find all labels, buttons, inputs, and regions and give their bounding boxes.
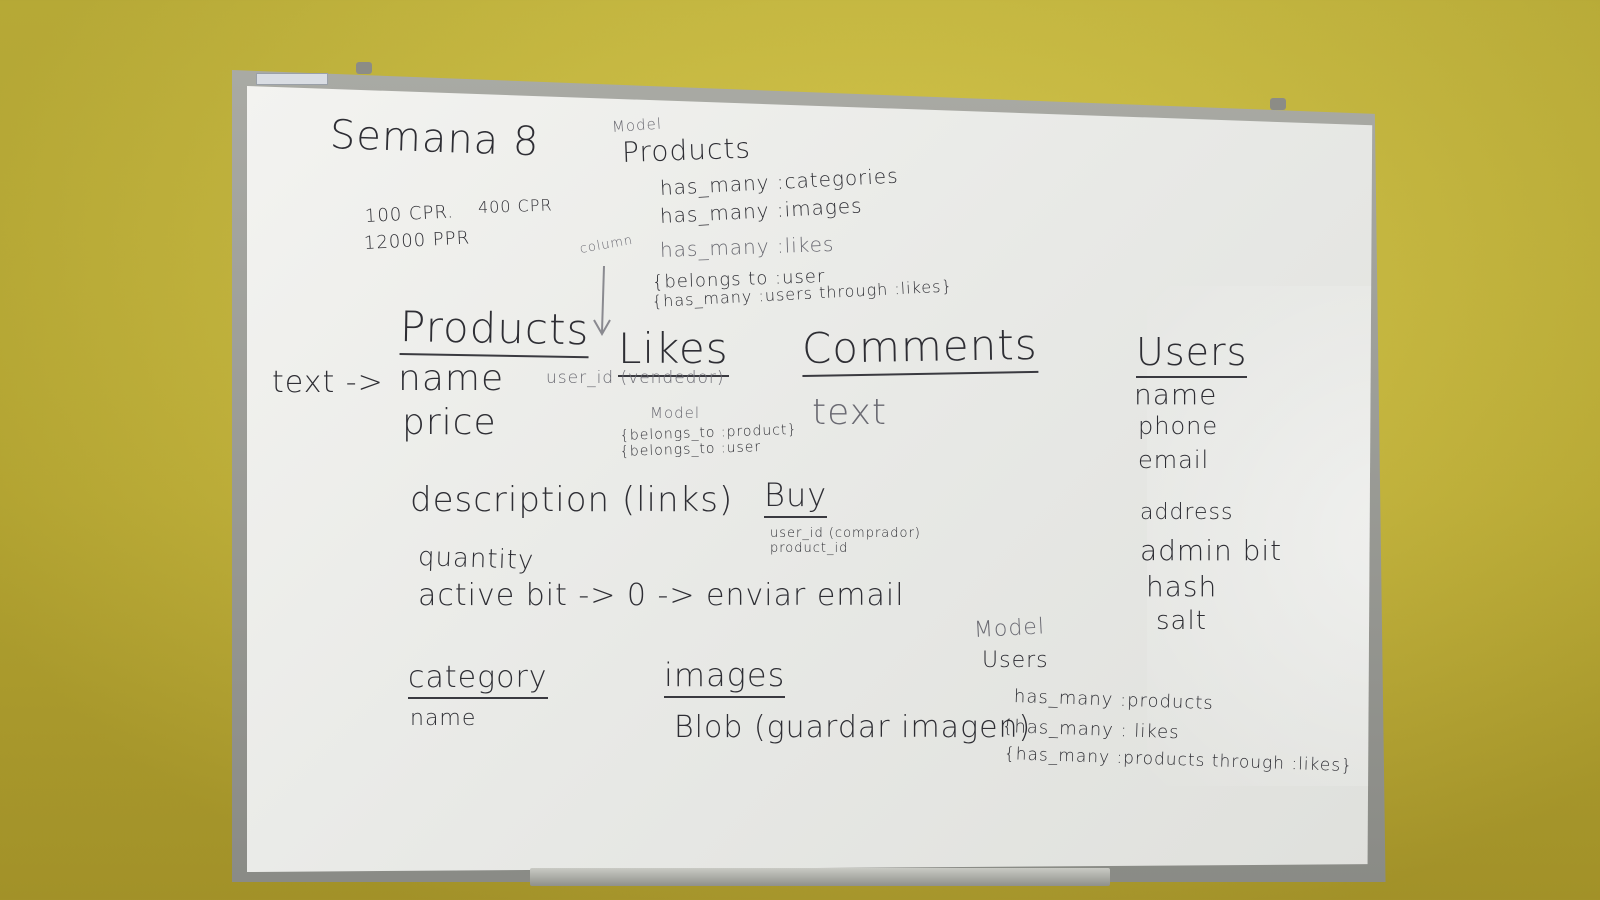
users-field: email: [1138, 446, 1210, 474]
category-field: name: [410, 706, 477, 731]
brand-sticker: [256, 73, 328, 85]
products-field: name: [398, 358, 505, 399]
users-model-caption: Model: [973, 614, 1046, 643]
comments-table-title: Comments: [801, 319, 1039, 377]
column-arrow: [593, 265, 611, 337]
wall-hook-left: [356, 62, 372, 74]
category-table-title: category: [408, 660, 548, 699]
products-model-title: Products: [621, 131, 752, 169]
users-field: admin bit: [1140, 534, 1283, 567]
board-title: Semana 8: [329, 112, 541, 166]
products-field: description (links): [410, 480, 734, 520]
users-field: phone: [1138, 412, 1219, 440]
users-field: address: [1140, 500, 1234, 525]
images-field: Blob (guardar imagen): [674, 710, 1032, 745]
users-field: salt: [1156, 606, 1207, 636]
likes-table-title: Likes: [618, 324, 729, 377]
note-cpr-400: 400 CPR: [477, 195, 553, 217]
wall-hook-right: [1270, 98, 1286, 110]
marker-tray: [530, 868, 1110, 886]
buy-table-title: Buy: [764, 476, 828, 518]
users-model-title: Users: [982, 648, 1049, 673]
images-table-title: images: [664, 656, 786, 698]
products-field: price: [402, 402, 497, 443]
products-text-arrow: text ->: [272, 365, 384, 400]
light-glare: [1147, 286, 1373, 786]
products-field: active bit -> 0 -> enviar email: [418, 578, 905, 613]
comments-field: text: [812, 392, 888, 433]
likes-field: user_id (vendedor): [546, 368, 725, 388]
users-field: hash: [1146, 570, 1218, 603]
products-table-title: Products: [399, 302, 590, 359]
buy-field: product_id: [770, 541, 849, 556]
products-field: quantity: [417, 542, 535, 577]
products-model-caption: Model: [611, 114, 663, 136]
users-table-title: Users: [1136, 330, 1248, 378]
whiteboard: [247, 86, 1373, 872]
buy-field: user_id (comprador): [770, 526, 921, 541]
likes-model-caption: Model: [650, 404, 701, 422]
users-field: name: [1134, 378, 1218, 411]
